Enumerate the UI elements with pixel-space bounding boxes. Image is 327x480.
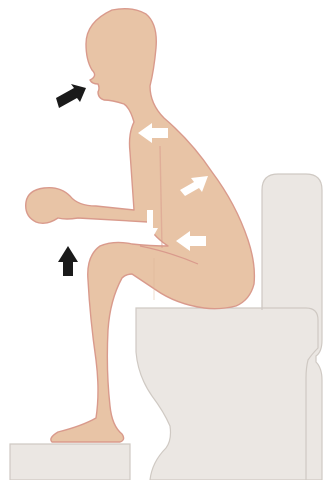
footstool <box>10 444 130 480</box>
arrow-pointing-to-mouth-icon <box>56 84 86 108</box>
arrow-up-knee-icon <box>58 246 78 276</box>
